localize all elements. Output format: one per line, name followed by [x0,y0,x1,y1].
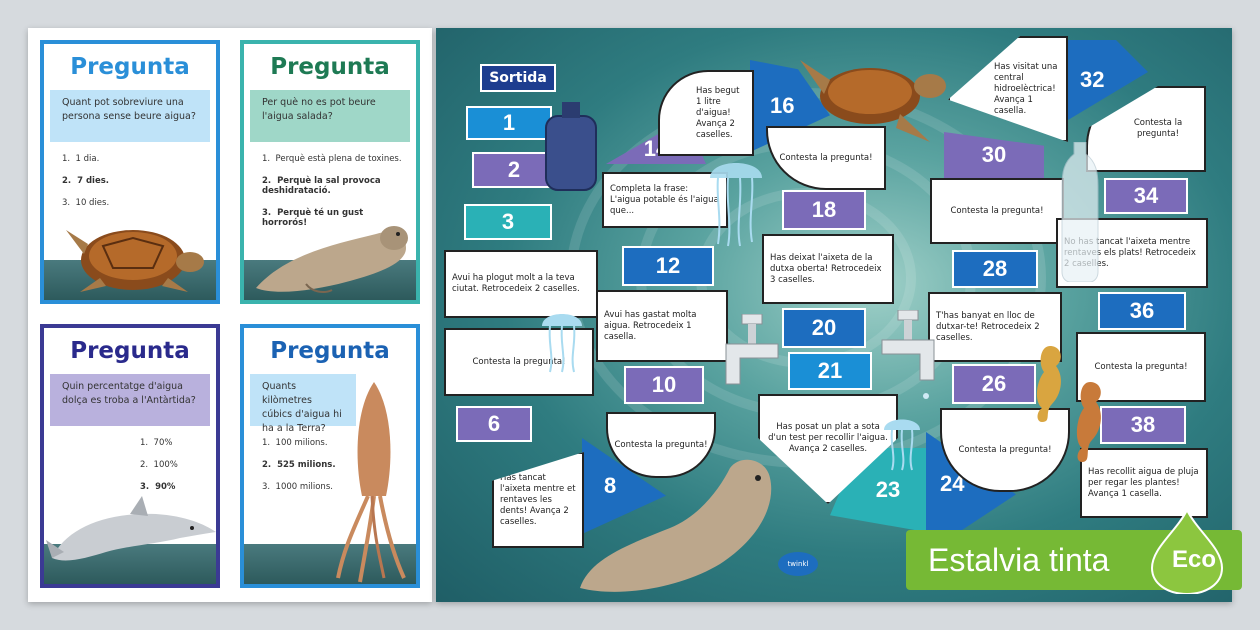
board-text-box: Contesta la pregunta! [1076,332,1206,402]
card-option: 2. Perquè la sal provoca deshidratació. [262,176,381,196]
board-text-box: Completa la frase: L'aigua potable és l'… [602,172,728,228]
jellyfish-illustration [710,163,762,247]
board-square-20: 20 [782,308,866,348]
jellyfish-illustration [884,419,920,471]
board-square-36: 36 [1098,292,1186,330]
board-text-box: Contesta la pregunta! [766,126,886,190]
card-question: Quin percentatge d'aigua dolça es troba … [50,374,210,426]
board-text-box: T'has banyat en lloc de dutxar-te! Retro… [928,292,1062,362]
board-square-12: 12 [622,246,714,286]
card-option: 1. 100 milions. [262,438,328,448]
game-board: Sortida 1 2 3 6 8 10 12 14 16 18 20 21 2… [436,28,1232,602]
board-text-box: Has recollit aigua de pluja per regar le… [1080,448,1208,518]
card-option: 2. 100% [140,460,178,470]
card-options: 1. Perquè està plena de toxines. 2. Perq… [262,154,408,240]
board-text-box: Contesta la pregunta! [940,408,1070,492]
card-title: Pregunta [270,54,390,80]
card-option: 2. 525 milions. [262,460,336,470]
start-square: Sortida [480,64,556,92]
card-question: Quant pot sobreviure una persona sense b… [50,90,210,142]
question-card-2: Pregunta Per què no es pot beure l'aigua… [240,40,420,304]
question-card-3: Pregunta Quin percentatge d'aigua dolça … [40,324,220,588]
twinkl-logo: twinkl [778,552,818,576]
board-text-box: Contesta la pregunta! [930,178,1064,244]
card-option: 1. 1 dia. [62,154,100,164]
board-square-18: 18 [782,190,866,230]
board-square-28: 28 [952,250,1038,288]
card-question: Per què no es pot beure l'aigua salada? [250,90,410,142]
card-options: 1. 100 milions. 2. 525 milions. 3. 1000 … [262,438,408,504]
eco-ink-badge[interactable]: Estalvia tinta Eco [906,508,1242,594]
board-square-2: 2 [472,152,556,188]
board-square-26: 26 [952,364,1036,404]
tap-illustration [725,314,779,385]
board-text-box: Has visitat una central hidroelèctrica! … [948,36,1068,142]
turtle-illustration [66,230,204,292]
card-option: 3. 10 dies. [62,198,110,208]
eco-badge-label: Eco [1171,546,1216,573]
squid-illustration [336,382,406,583]
question-card-4: Pregunta Quants kilòmetres cúbics d'aigu… [240,324,420,588]
tap-illustration [881,310,935,399]
board-square-6: 6 [456,406,532,442]
board-square-38: 38 [1100,406,1186,444]
card-option: 1. 70% [140,438,173,448]
card-options: 1. 70% 2. 100% 3. 90% [140,438,208,504]
card-option: 1. Perquè està plena de toxines. [262,154,402,164]
card-options: 1. 1 dia. 2. 7 dies. 3. 10 dies. [62,154,208,220]
card-option: 3. 1000 milions. [262,482,333,492]
seal-illustration [256,226,408,293]
card-option: 3. 90% [140,482,176,492]
card-option: 2. 7 dies. [62,176,110,186]
board-text-box: Avui ha plogut molt a la teva ciutat. Re… [444,250,598,318]
board-text-box: Contesta la pregunta! [1086,86,1206,172]
board-text-box: Has begut 1 litre d'aigua! Avança 2 case… [658,70,754,156]
board-square-10: 10 [624,366,704,404]
board-square-21: 21 [788,352,872,390]
card-option: 3. Perquè té un gust horrorós! [262,208,364,228]
board-text-box: Has deixat l'aixeta de la dutxa oberta! … [762,234,894,304]
turtle-illustration [800,60,946,142]
card-title: Pregunta [70,338,190,364]
board-square-30: 30 [944,132,1044,178]
dolphin-illustration [46,496,216,561]
board-square-3: 3 [464,204,552,240]
card-title: Pregunta [270,338,390,364]
board-text-box: Avui has gastat molta aigua. Retrocedeix… [596,290,728,362]
question-cards-sheet: Pregunta Quant pot sobreviure una person… [28,28,432,602]
seal-illustration [580,459,772,592]
sea-band [244,544,416,584]
jellyfish-illustration [542,314,582,373]
hot-water-bottle-illustration [545,102,597,191]
question-card-1: Pregunta Quant pot sobreviure una person… [40,40,220,304]
leaf-drop-icon [1150,508,1224,594]
eco-badge-text: Estalvia tinta [928,542,1110,578]
card-question: Quants kilòmetres cúbics d'aigua hi ha a… [250,374,356,434]
board-square-34: 34 [1104,178,1188,214]
seahorse-illustration [1036,346,1061,422]
seahorse-illustration [1076,382,1101,462]
plastic-bottle-illustration [1061,142,1099,282]
board-text-box: Contesta la pregunta! [444,328,594,396]
board-square-1: 1 [466,106,552,140]
card-title: Pregunta [70,54,190,80]
